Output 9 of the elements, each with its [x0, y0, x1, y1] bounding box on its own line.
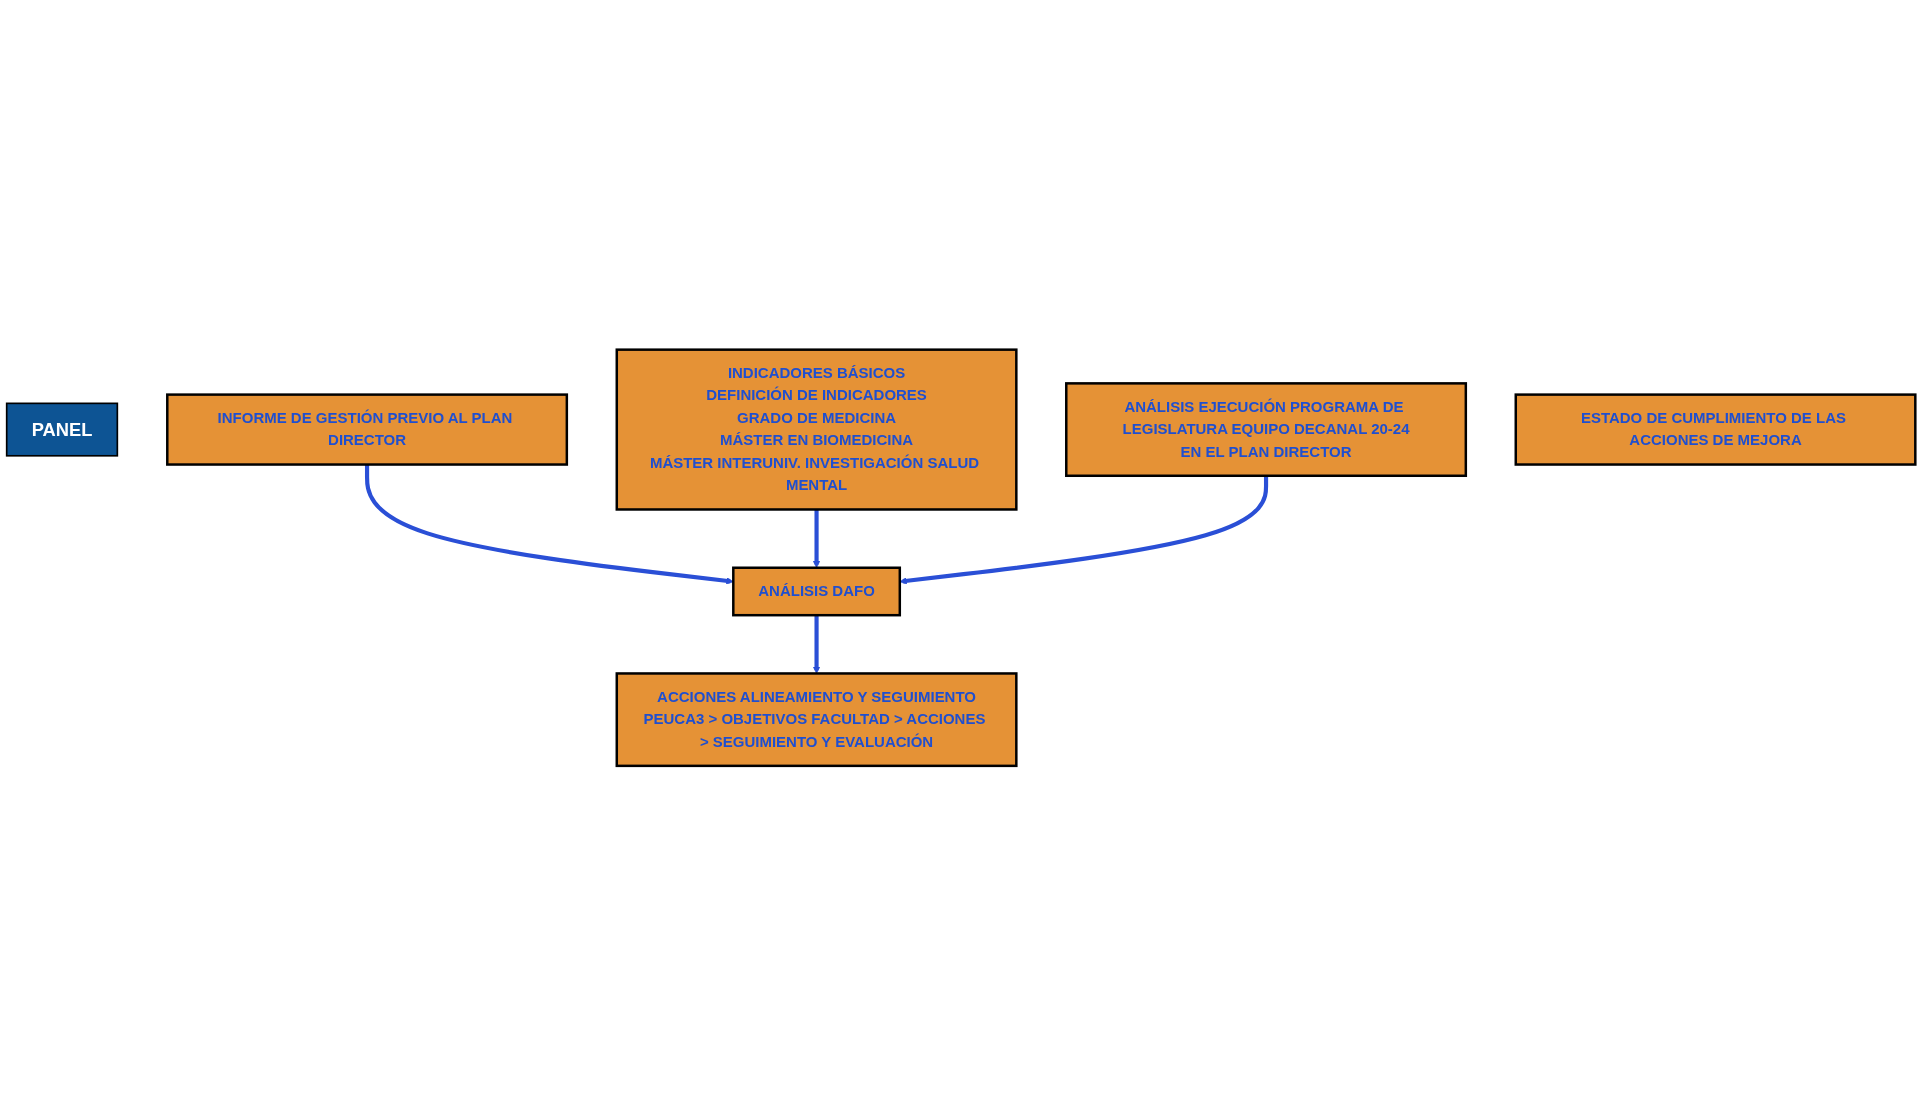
node-box: INFORME DE GESTIÓN PREVIO AL PLAN DIRECTOR — [166, 393, 569, 466]
node-box: ESTADO DE CUMPLIMIENTO DE LAS ACCIONES DE MEJORA — [1514, 393, 1917, 466]
node-box: ANÁLISIS DAFO — [732, 566, 902, 617]
node-box: INDICADORES BÁSICOS DEFINICIÓN DE INDICADORES GRADO DE MEDICINA MÁSTER EN BIOMEDICINA MÁSTER INTERUNIV. INVESTIGACIÓN SALUD MENTAL — [615, 348, 1018, 511]
arrow — [899, 476, 1269, 585]
node-box: ANÁLISIS EJECUCIÓN PROGRAMA DE LEGISLATURA EQUIPO DECANAL 20-24 EN EL PLAN DIRECTOR — [1065, 382, 1468, 478]
arrow — [365, 464, 734, 585]
node-box: ACCIONES ALINEAMIENTO Y SEGUIMIENTO PEUCA3 > OBJETIVOS FACULTAD > ACCIONES > SEGUIMIENTO Y EVALUACIÓN — [615, 672, 1018, 768]
node-box: PANEL — [5, 402, 119, 457]
